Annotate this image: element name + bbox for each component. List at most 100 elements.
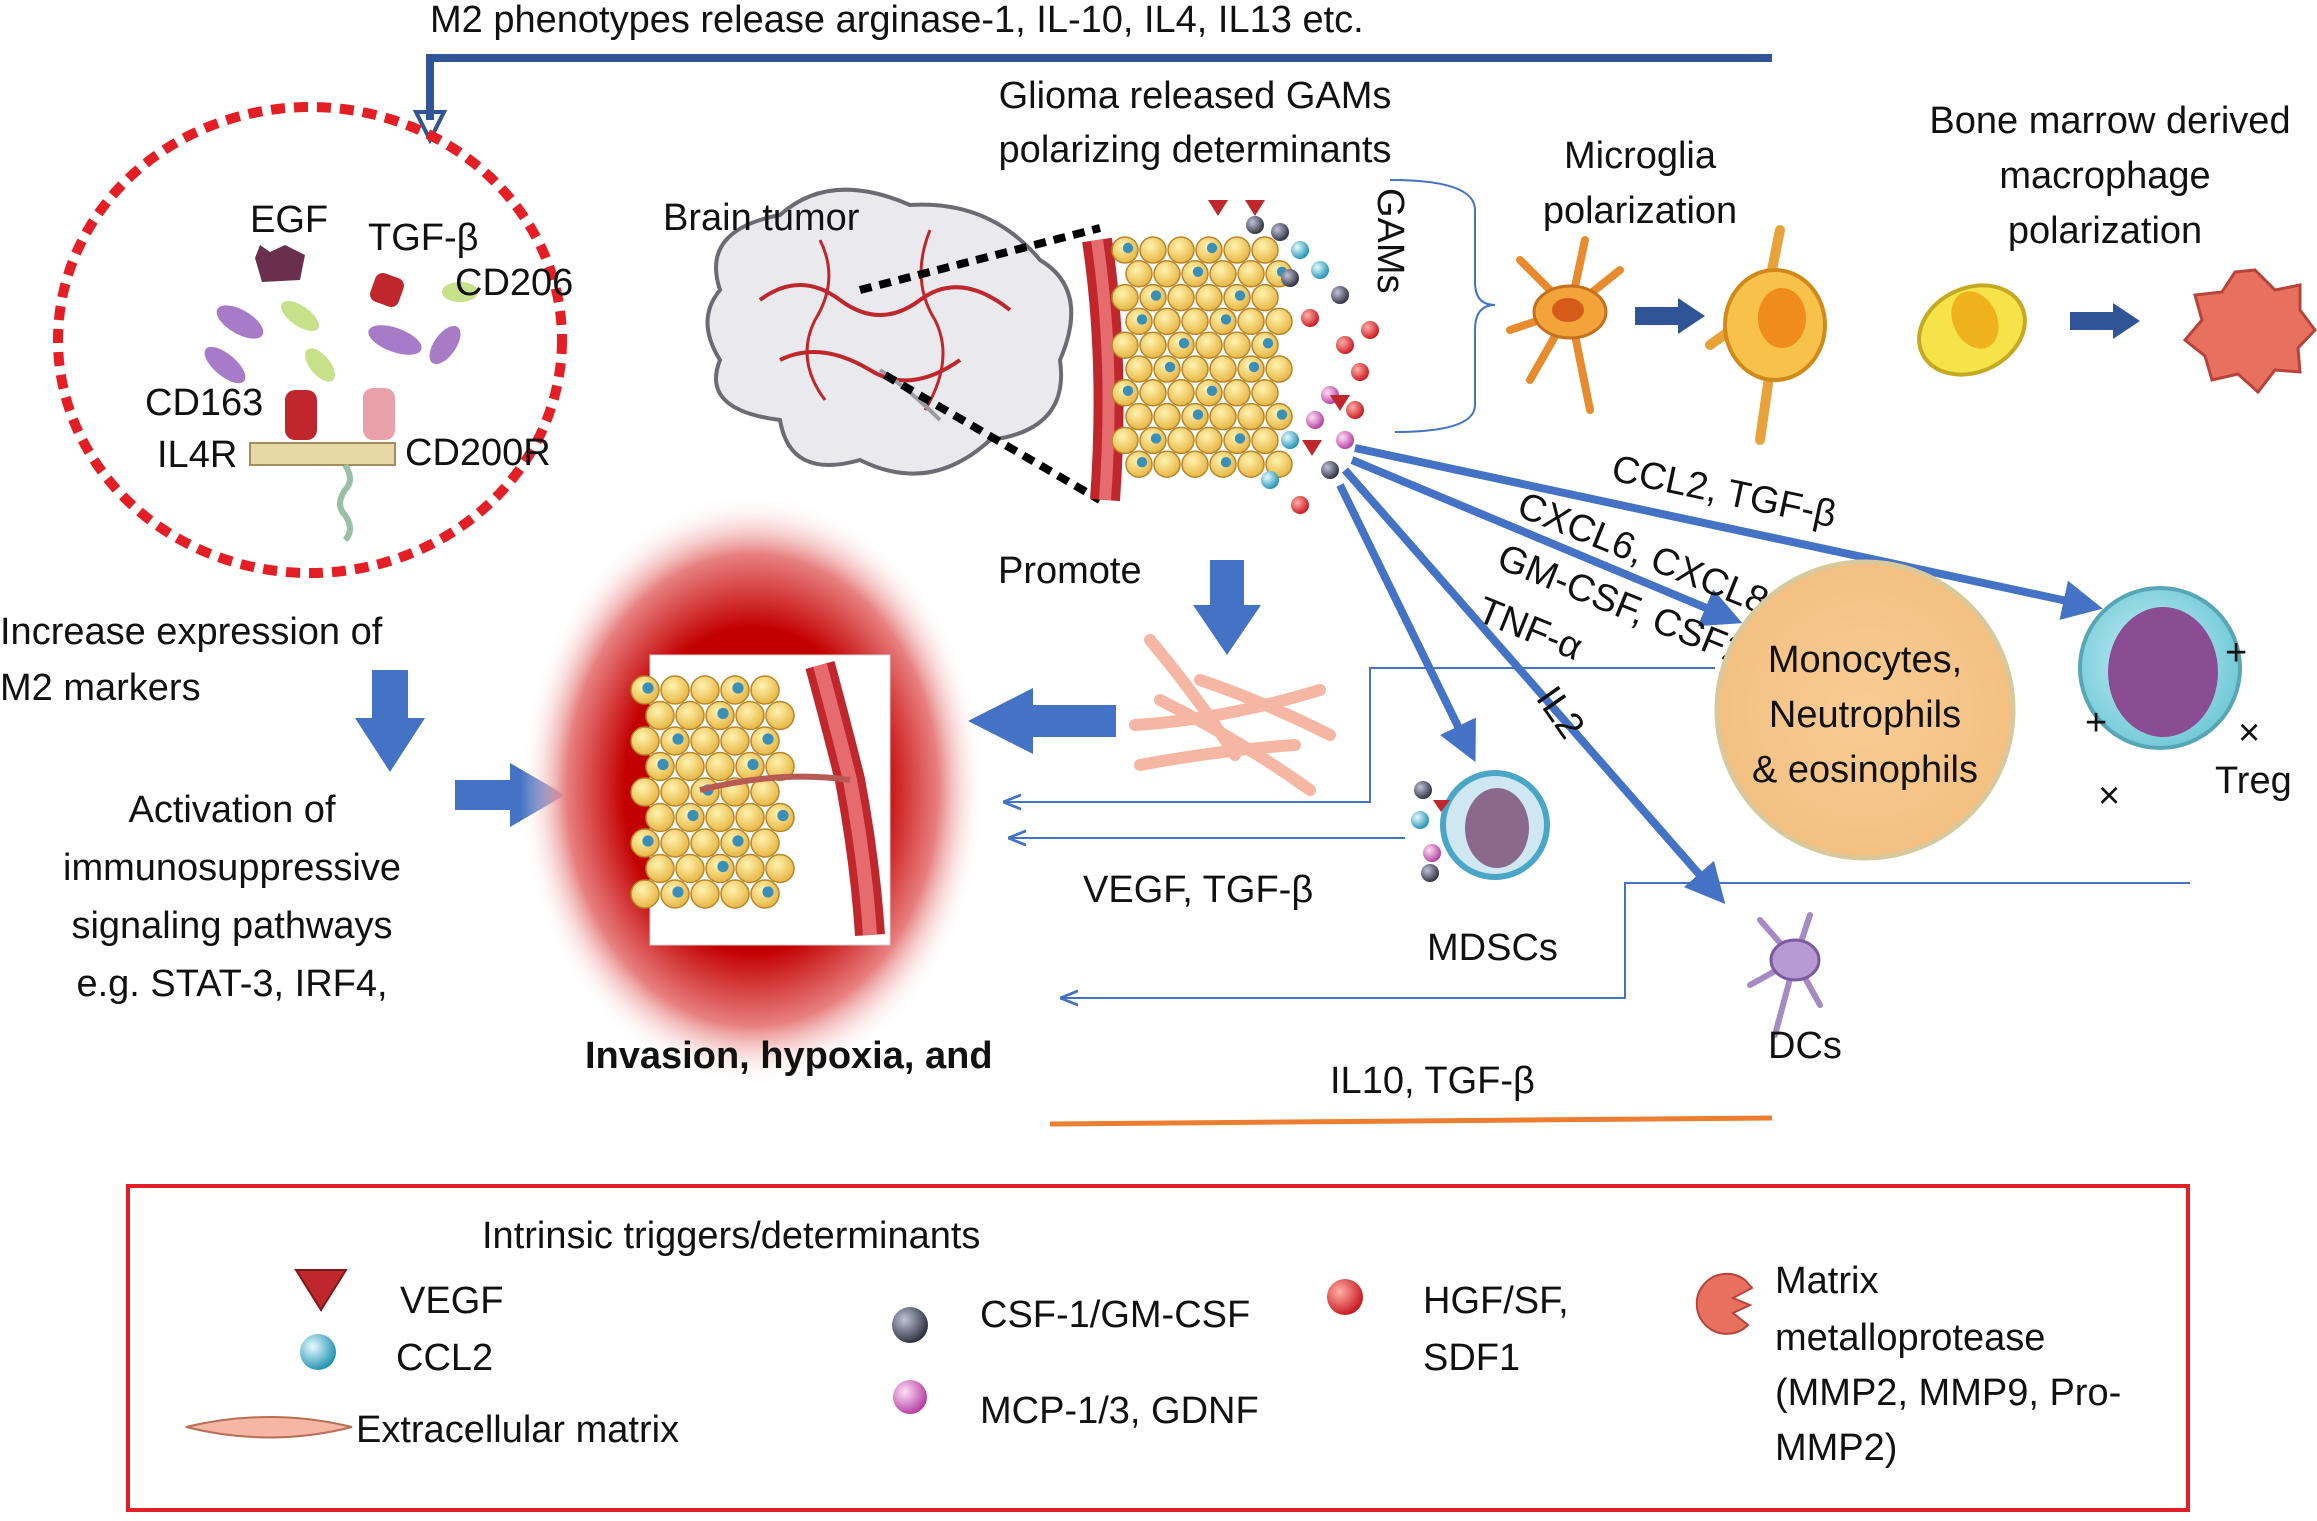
orange-underline [1049, 1115, 1773, 1127]
tumor-cell [1111, 331, 1139, 359]
legend-hgf-line2: SDF1 [1423, 1337, 1520, 1379]
extracellular-matrix-fibers [1129, 634, 1336, 796]
tumor-cell [660, 675, 690, 705]
tumor-cell [1111, 283, 1139, 312]
down-arrow-left [355, 670, 425, 772]
legend-title: Intrinsic triggers/determinants [482, 1215, 980, 1257]
tumor-cell [1153, 402, 1181, 431]
tumor-cell [660, 828, 690, 858]
tumor-cell [1153, 450, 1181, 478]
legend-mmp-line1: Matrix [1775, 1260, 1878, 1302]
tumor-cell [765, 751, 795, 782]
vegf-tgfb-label: VEGF, TGF-β [1083, 869, 1313, 911]
legend-hgf-icon [1327, 1279, 1363, 1315]
tumor-cell [1139, 236, 1167, 264]
bone-marrow-line3: polarization [2008, 210, 2202, 252]
cell-nucleus [672, 733, 684, 745]
determinant-particle [1361, 321, 1379, 339]
determinant-particle [1261, 471, 1279, 489]
tumor-cell [1167, 236, 1195, 264]
tumor-cell [660, 777, 690, 807]
tumor-cell [645, 700, 675, 731]
vegf-particle [1302, 440, 1322, 456]
tumor-cell [690, 726, 720, 756]
cell-nucleus [642, 682, 654, 694]
tumor-cell [690, 828, 720, 858]
tumor-cell [750, 675, 780, 705]
tumor-cell [1237, 402, 1265, 431]
tumor-cell [1251, 236, 1279, 264]
bone-marrow-line2: macrophage [1999, 155, 2210, 197]
legend-vegf-icon [294, 1269, 348, 1312]
tumor-cell [690, 879, 720, 909]
legend-ccl2-label: CCL2 [396, 1337, 493, 1379]
zoom-line-bottom [882, 371, 1103, 504]
cell-nucleus [1150, 290, 1162, 301]
legend-csf1-label: CSF-1/GM-CSF [980, 1294, 1250, 1336]
cell-nucleus [1262, 338, 1274, 349]
legend-ecm-icon [185, 1416, 353, 1439]
increase-expression-line2: M2 markers [0, 667, 201, 709]
determinant-particle [1291, 496, 1309, 514]
tumor-cell [1195, 283, 1223, 312]
increase-expression-line1: Increase expression of [0, 611, 383, 653]
cell-nucleus [732, 682, 744, 694]
cell-nucleus [687, 809, 699, 822]
legend-mmp-line4: MMP2) [1775, 1427, 1897, 1469]
cell-nucleus [1206, 242, 1218, 254]
tumor-cell [675, 751, 705, 782]
cell-nucleus [1234, 290, 1246, 301]
legend-box [126, 1184, 2190, 1512]
tumor-cell [1181, 355, 1209, 383]
legend-ccl2-icon [300, 1334, 336, 1370]
tumor-cell [645, 853, 675, 884]
vegf-particle [1330, 395, 1350, 411]
tumor-cell [1209, 355, 1237, 383]
tumor-cell [675, 700, 705, 731]
tumor-cell [1125, 355, 1153, 383]
tumor-cell [1237, 450, 1265, 478]
cell-nucleus [1136, 314, 1148, 325]
tumor-cell [630, 879, 660, 909]
determinant-particle [1346, 401, 1364, 419]
tumor-cell [1195, 426, 1223, 455]
cell-nucleus [732, 835, 744, 847]
arrow-to-treg [1354, 444, 2103, 620]
legend-ecm-label: Extracellular matrix [356, 1409, 679, 1451]
tumor-cell [1167, 379, 1195, 407]
cell-nucleus [1136, 457, 1148, 468]
vegf-particle [1208, 200, 1228, 216]
receptor-illustrations [204, 245, 478, 543]
tumor-cell [1125, 260, 1153, 288]
cd200r-receptor-icon [363, 388, 395, 440]
treg-label: Treg [2215, 760, 2292, 802]
cd200r-label: CD200R [405, 432, 551, 474]
glioma-title-line1: Glioma released GAMs [999, 75, 1392, 117]
tumor-cell [720, 726, 750, 756]
activated-microglia-icon [1705, 225, 1827, 445]
tumor-cell [735, 700, 765, 731]
tumor-cell [720, 879, 750, 909]
egf-receptor-icon [255, 245, 305, 282]
tumor-cell [1139, 331, 1167, 359]
monocytes-line2: Neutrophils [1769, 694, 1961, 736]
monocytes-circle [1714, 559, 2016, 861]
tumor-cell [1237, 307, 1265, 336]
tgfb-receptor-icon [370, 273, 404, 307]
tumor-cell [1209, 260, 1237, 288]
cell-nucleus [1276, 409, 1288, 420]
cell-nucleus [1192, 266, 1204, 277]
glioma-title-line2: polarizing determinants [999, 129, 1392, 171]
determinant-particle [1331, 286, 1349, 304]
tumor-cell [1181, 307, 1209, 336]
cell-nucleus [717, 860, 729, 873]
tumor-cell [1181, 450, 1209, 478]
tumor-cell [765, 700, 795, 731]
tgfb-label: TGF-β [368, 217, 479, 259]
tumor-cell [1223, 236, 1251, 264]
dcs-return-arrow [1062, 882, 2190, 998]
determinant-particle [1291, 241, 1309, 259]
monocytes-line3: & eosinophils [1752, 749, 1978, 791]
cell-nucleus [762, 733, 774, 745]
top-feedback-label: M2 phenotypes release arginase-1, IL-10,… [430, 0, 1364, 41]
